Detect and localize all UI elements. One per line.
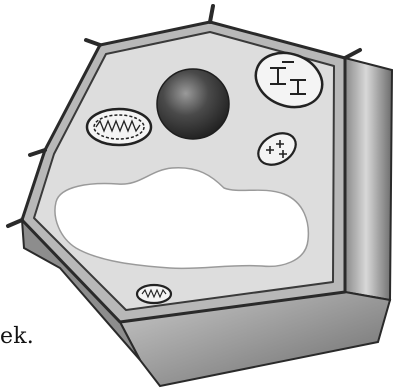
mitochondrion-small-icon [137, 285, 171, 303]
nucleus-icon [157, 69, 229, 139]
cropped-text-fragment: ek. [0, 324, 34, 349]
mitochondrion-icon [87, 109, 151, 145]
